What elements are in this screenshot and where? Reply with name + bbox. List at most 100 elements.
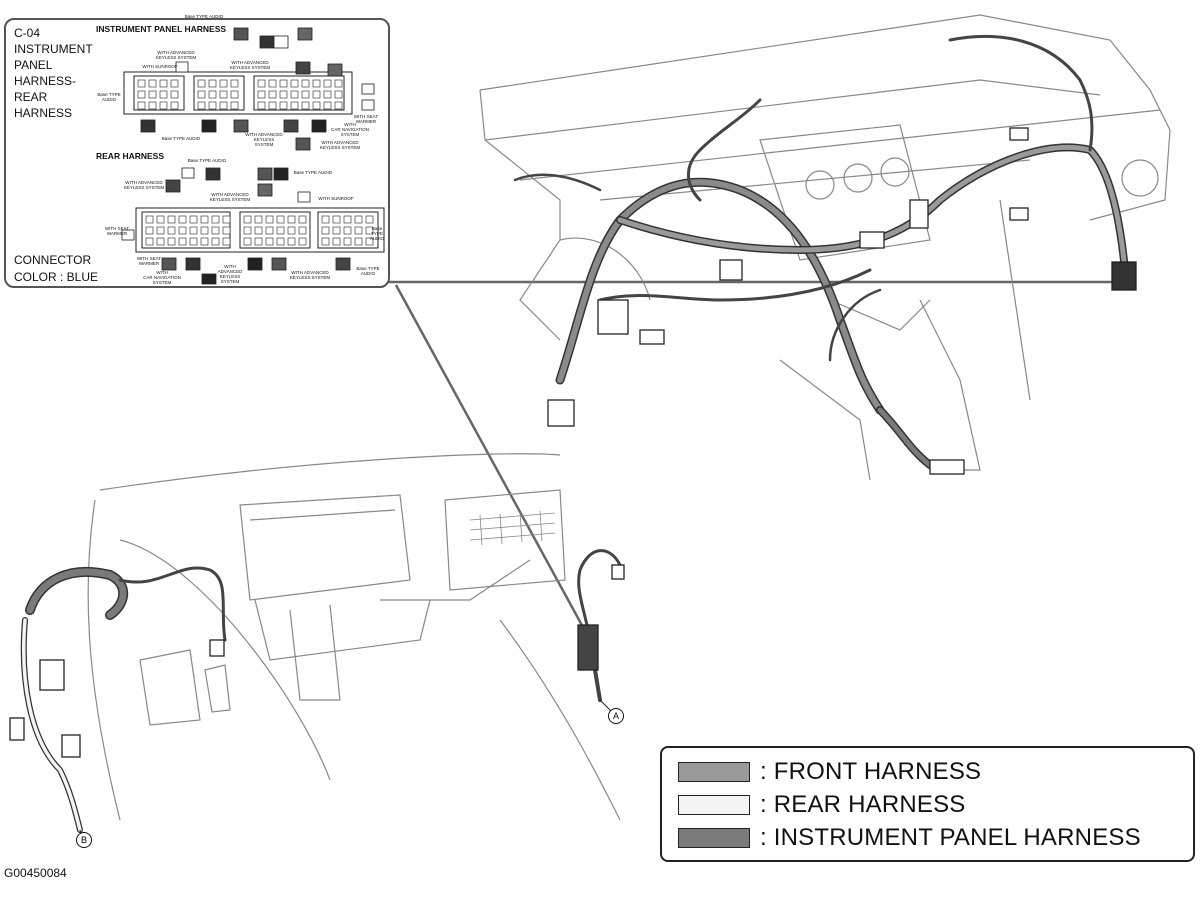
connector-pin xyxy=(323,90,332,99)
connector-pin xyxy=(332,226,341,235)
connector-pin xyxy=(145,237,154,246)
connector-pin xyxy=(321,215,330,224)
connector-inset: C-04 INSTRUMENT PANEL HARNESS- REAR HARN… xyxy=(4,14,390,288)
connector-pinout xyxy=(121,27,385,285)
connector-code-and-name: C-04 INSTRUMENT PANEL HARNESS- REAR HARN… xyxy=(14,25,93,121)
connector-pin xyxy=(290,79,299,88)
lower-connectors xyxy=(9,564,625,758)
connector-pin xyxy=(189,215,198,224)
note-advanced-keyless-1: WITH ADVANCED KEYLESS SYSTEM xyxy=(155,50,197,60)
note-base-audio-4: Base TYPE AUDIO xyxy=(356,266,380,276)
connector-pin xyxy=(197,101,206,110)
upper-dashboard xyxy=(479,14,1171,481)
option-boxes xyxy=(121,27,375,285)
note-base-audio-right: Base TYPE AUDIO xyxy=(369,226,385,241)
connector-pin xyxy=(159,101,168,110)
connector-pin xyxy=(268,101,277,110)
connector-pin xyxy=(354,237,363,246)
lower-pins xyxy=(145,215,374,246)
connector-pin xyxy=(178,215,187,224)
connector-pin xyxy=(365,237,374,246)
connector-pin xyxy=(208,90,217,99)
connector-pin xyxy=(178,237,187,246)
connector-pin xyxy=(287,226,296,235)
connector-pin xyxy=(323,101,332,110)
connector-pin xyxy=(334,90,343,99)
connector-pin xyxy=(332,215,341,224)
connector-pin xyxy=(257,90,266,99)
connector-pin xyxy=(254,226,263,235)
connector-pin xyxy=(268,79,277,88)
note-sunroof-2: WITH SUNROOF xyxy=(318,196,354,201)
connector-pin xyxy=(222,237,231,246)
connector-pin xyxy=(189,237,198,246)
connector-name: INSTRUMENT PANEL HARNESS- REAR HARNESS xyxy=(14,42,93,120)
legend-item-front: : FRONT HARNESS xyxy=(678,758,982,785)
lower-vent-grille xyxy=(469,510,556,546)
legend-item-rear: : REAR HARNESS xyxy=(678,791,966,818)
connector-pin xyxy=(298,237,307,246)
note-advanced-keyless-5: WITH ADVANCED KEYLESS SYSTEM xyxy=(123,180,165,190)
connector-pin xyxy=(230,101,239,110)
connector-pin xyxy=(343,215,352,224)
connector-pin xyxy=(276,237,285,246)
connector-pin xyxy=(200,215,209,224)
note-advanced-keyless-3: WITH ADVANCED KEYLESS SYSTEM xyxy=(245,132,283,147)
note-base-audio-2: Base TYPE AUDIO xyxy=(161,136,201,141)
connector-pin xyxy=(159,79,168,88)
connector-pin xyxy=(298,215,307,224)
connector-pin xyxy=(257,79,266,88)
connector-pin xyxy=(167,215,176,224)
connector-pin xyxy=(265,237,274,246)
connector-pin xyxy=(170,101,179,110)
instrument-panel-harness-swatch xyxy=(678,828,750,848)
rear-harness-swatch xyxy=(678,795,750,815)
connector-pin xyxy=(343,237,352,246)
connector-pin xyxy=(137,79,146,88)
connector-pin xyxy=(148,90,157,99)
connector-pin xyxy=(145,215,154,224)
connector-pin xyxy=(265,215,274,224)
connector-pin xyxy=(170,90,179,99)
legend-item-instrument-panel: : INSTRUMENT PANEL HARNESS xyxy=(678,824,1141,851)
connector-pin xyxy=(200,237,209,246)
connector-pin xyxy=(197,79,206,88)
connector-pin xyxy=(323,79,332,88)
connector-pin xyxy=(268,90,277,99)
front-harness-swatch xyxy=(678,762,750,782)
connector-color-label: CONNECTOR COLOR : BLUE xyxy=(14,253,99,284)
connector-pin xyxy=(276,226,285,235)
connector-pin xyxy=(222,215,231,224)
connector-pin xyxy=(211,237,220,246)
connector-pin xyxy=(354,215,363,224)
connector-pin xyxy=(279,79,288,88)
connector-pin xyxy=(343,226,352,235)
connector-pin xyxy=(211,215,220,224)
connector-pin xyxy=(290,90,299,99)
legend-label-instrument-panel: : INSTRUMENT PANEL HARNESS xyxy=(760,824,1141,851)
connector-pin xyxy=(137,90,146,99)
connector-pin xyxy=(354,226,363,235)
upper-connectors xyxy=(547,127,1137,475)
connector-pin xyxy=(200,226,209,235)
connector-pin xyxy=(334,101,343,110)
note-seat-warmer-1: WITH SEAT WARMER xyxy=(353,114,379,124)
connector-pin xyxy=(301,90,310,99)
connector-pin xyxy=(148,101,157,110)
connector-pin xyxy=(321,226,330,235)
connector-pin xyxy=(312,101,321,110)
figure-id: G00450084 xyxy=(4,866,67,880)
note-advanced-keyless-8: WITH ADVANCED KEYLESS SYSTEM xyxy=(289,270,331,280)
instrument-panel-harness-heading: INSTRUMENT PANEL HARNESS xyxy=(96,24,227,34)
connector-pin xyxy=(298,226,307,235)
harness-legend: : FRONT HARNESS : REAR HARNESS : INSTRUM… xyxy=(660,746,1195,862)
connector-pin xyxy=(208,79,217,88)
connector-pin xyxy=(219,101,228,110)
connector-pin xyxy=(287,237,296,246)
connector-pin xyxy=(334,79,343,88)
note-navigation-1: WITH CAR NAVIGATION SYSTEM xyxy=(331,122,369,137)
legend-label-front: : FRONT HARNESS xyxy=(760,758,982,785)
connector-pin xyxy=(279,101,288,110)
note-base-audio-top: Base TYPE AUDIO xyxy=(184,14,224,19)
